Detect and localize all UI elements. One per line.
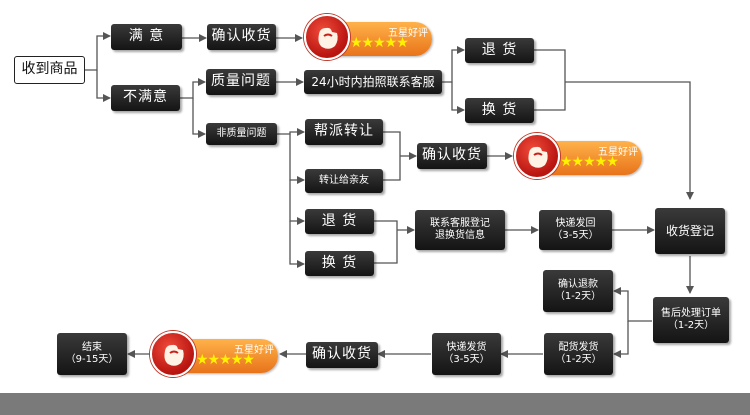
node-express-ship: 快递发货（3-5天） xyxy=(432,333,501,375)
line-help-join xyxy=(383,131,401,181)
gift-bag-icon xyxy=(514,133,560,179)
line-photo-split xyxy=(442,46,465,83)
star-rating-icon: ★★★★★ xyxy=(196,352,255,368)
flowchart-canvas: 收到商品 满 意 确认收货 不满意 质量问题 24小时内拍照联系客服 退 货 换… xyxy=(0,0,750,393)
node-transfer-friend: 转让给亲友 xyxy=(305,169,383,193)
line-aftersales-split xyxy=(613,287,652,322)
line-nq-friend xyxy=(289,134,305,184)
line-nq-return xyxy=(289,180,305,225)
line-nq-to-options xyxy=(277,128,305,136)
line-unsat-nonquality xyxy=(192,98,206,138)
node-quality-issue: 质量问题 xyxy=(206,69,276,95)
node-photo-contact: 24小时内拍照联系客服 xyxy=(304,70,442,94)
connector-lines xyxy=(85,32,694,358)
line-nq-exchange xyxy=(289,221,305,268)
node-unsatisfied: 不满意 xyxy=(111,85,180,111)
badge-title: 五星好评 xyxy=(388,28,428,39)
node-help-resell: 帮派转让 xyxy=(305,119,383,145)
node-non-quality-issue: 非质量问题 xyxy=(206,123,277,145)
line-root-branch xyxy=(85,32,111,71)
star-rating-icon: ★★★★★ xyxy=(350,35,409,51)
line-merge-to-receipt xyxy=(565,81,694,200)
five-star-badge-bottom: 五星好评 ★★★★★ xyxy=(150,331,280,377)
node-contact-register: 联系客服登记退换货信息 xyxy=(415,210,505,250)
line-unsat-quality xyxy=(180,78,206,99)
node-after-sales: 售后处理订单（1-2天） xyxy=(653,297,729,343)
badge-title: 五星好评 xyxy=(598,147,638,158)
badge-title: 五星好评 xyxy=(234,345,274,356)
node-return-mid: 退 货 xyxy=(305,209,374,234)
gift-bag-icon xyxy=(150,331,196,377)
five-star-badge-mid: 五星好评 ★★★★★ xyxy=(514,133,644,179)
line-root-unsatisfied xyxy=(96,70,111,102)
node-confirm-refund: 确认退款（1-2天） xyxy=(543,270,613,312)
star-rating-icon: ★★★★★ xyxy=(560,154,619,170)
node-end: 结束（9-15天） xyxy=(57,333,127,375)
node-exchange-mid: 换 货 xyxy=(305,251,374,276)
node-exchange-top: 换 货 xyxy=(465,98,534,123)
node-confirm-receipt-bottom: 确认收货 xyxy=(306,342,378,368)
gift-bag-icon xyxy=(304,14,350,60)
line-photo-exchange xyxy=(451,82,465,114)
line-ret-join xyxy=(374,220,398,264)
node-dispatch: 配货发货（1-2天） xyxy=(544,333,613,375)
node-confirm-receipt-mid: 确认收货 xyxy=(417,143,487,169)
node-satisfied: 满 意 xyxy=(111,24,182,50)
node-express-return: 快递发回（3-5天） xyxy=(539,210,612,250)
node-return-top: 退 货 xyxy=(465,38,534,63)
node-receipt-register: 收货登记 xyxy=(655,208,725,254)
node-confirm-receipt-top: 确认收货 xyxy=(207,24,276,50)
line-aftersales-dispatch xyxy=(613,321,629,358)
node-receive-goods: 收到商品 xyxy=(14,56,85,84)
line-topreturn-right xyxy=(534,49,566,111)
five-star-badge-top: 五星好评 ★★★★★ xyxy=(304,14,434,60)
